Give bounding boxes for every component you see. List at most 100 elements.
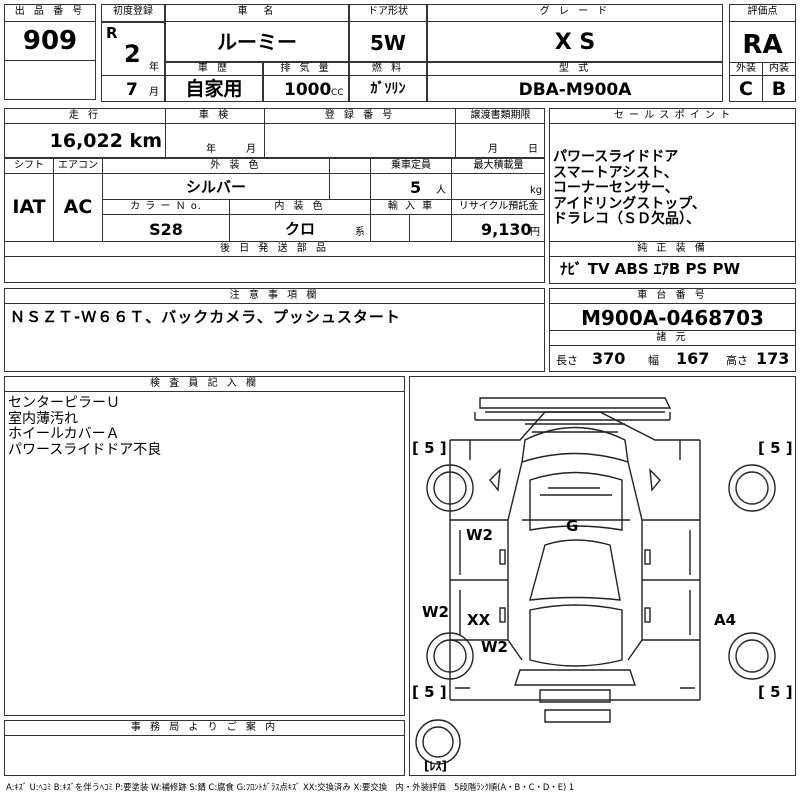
damage-mark: W2 xyxy=(481,638,508,656)
grade-label: グ レ ー ド xyxy=(539,6,611,17)
history-header xyxy=(165,62,263,76)
inspector-header xyxy=(4,376,405,392)
reg-no-label: 登 録 番 号 xyxy=(324,110,396,121)
car-name: ルーミー xyxy=(217,30,297,54)
lot-number-label: 出 品 番 号 xyxy=(14,6,86,17)
import-sub xyxy=(370,214,410,242)
recycle-unit: 円 xyxy=(530,227,540,238)
length: 370 xyxy=(592,349,626,368)
length-label: 長さ xyxy=(556,354,578,367)
capacity-unit: 人 xyxy=(436,185,446,196)
transfer-day-unit: 日 xyxy=(528,144,538,155)
recycle-label: リサイクル預託金 xyxy=(458,201,539,212)
damage-mark: W2 xyxy=(466,526,493,544)
fuel-header xyxy=(349,62,427,76)
color-no-label: カ ラ ー Ｎ o. xyxy=(130,201,202,212)
tire-rr-value: [ 5 ] xyxy=(758,683,793,701)
inspector-line: ホイールカバーＡ xyxy=(8,426,120,442)
capacity: 5 xyxy=(410,178,422,197)
transfer-month-unit: 月 xyxy=(488,144,498,155)
ext-int-split xyxy=(762,62,796,102)
sales-line: パワースライドドア xyxy=(553,149,679,165)
reg-year: 2 xyxy=(124,40,141,68)
int-color-suffix: 系 xyxy=(355,227,365,238)
notes-header xyxy=(4,288,545,304)
office-label: 事 務 局 よ り ご 案 内 xyxy=(130,722,279,733)
first-reg-mid xyxy=(101,22,165,76)
tire-fr-value: [ 5 ] xyxy=(758,439,793,457)
recycle: 9,130 xyxy=(481,220,532,239)
interior-grade: B xyxy=(771,78,787,100)
height-label: 高さ xyxy=(726,354,748,367)
tire-rl-value: [ 5 ] xyxy=(412,683,447,701)
sales-points: パワースライドドア スマートアシスト、 コーナーセンサー、 アイドリングストップ… xyxy=(553,149,706,228)
lot-number: 909 xyxy=(22,26,78,56)
exterior-label: 外装 xyxy=(736,63,756,74)
specs-header xyxy=(549,330,796,346)
mileage-label: 走 行 xyxy=(68,110,102,121)
displacement-unit: CC xyxy=(331,88,344,98)
door-type: 5W xyxy=(370,31,406,55)
sales-line: アイドリングストップ、 xyxy=(553,195,706,212)
first-reg-label: 初度登録 xyxy=(113,6,153,17)
genuine-header xyxy=(549,241,796,257)
specs-label: 諸 元 xyxy=(656,332,689,343)
exterior-color: シルバー xyxy=(185,178,246,196)
year-unit: 年 xyxy=(149,62,159,73)
tire-fl-value: [ 5 ] xyxy=(412,439,447,457)
damage-mark: W2 xyxy=(422,603,449,621)
chassis-number: M900A-0468703 xyxy=(581,306,764,330)
width: 167 xyxy=(676,349,710,368)
displacement-label: 排 気 量 xyxy=(280,63,332,74)
history: 自家用 xyxy=(185,78,243,100)
exterior-grade: C xyxy=(739,78,753,100)
reg-no-cell xyxy=(264,108,456,158)
inspector-notes: センターピラーＵ 室内薄汚れ ホイールカバーＡ パワースライドドア不良 xyxy=(8,395,162,458)
lot-number-divider xyxy=(4,4,96,22)
lot-number-lower-divider xyxy=(4,60,96,100)
sales-label: セ ー ル ス ポ イ ン ト xyxy=(613,110,732,121)
grade: X S xyxy=(554,30,596,55)
inspector-line: センターピラーＵ xyxy=(8,395,120,411)
genuine-label: 純 正 装 備 xyxy=(637,243,708,254)
chassis-header xyxy=(549,288,796,304)
later-parts-header xyxy=(4,241,545,257)
interior-color: クロ xyxy=(284,220,315,238)
first-reg-header xyxy=(101,4,165,22)
legend: A:ｷｽﾞ U:ﾍｺﾐ B:ｷｽﾞを伴うﾍｺﾐ P:要塗装 W:補修跡 S:錆 … xyxy=(6,782,575,792)
displacement-header xyxy=(263,62,349,76)
month-unit: 月 xyxy=(149,87,159,98)
damage-diagram-box xyxy=(409,376,796,776)
score-header xyxy=(729,4,796,22)
sales-line: コーナーセンサー、 xyxy=(553,180,679,196)
model: DBA-M900A xyxy=(518,80,632,100)
score: RA xyxy=(742,30,783,60)
sales-line: スマートアシスト、 xyxy=(553,164,678,181)
inspector-line: パワースライドドア不良 xyxy=(8,441,162,458)
transfer-label: 譲渡書類期限 xyxy=(470,110,531,121)
damage-mark: G xyxy=(566,517,579,535)
damage-mark: XX xyxy=(467,611,491,629)
inspection-month-unit: 月 xyxy=(246,144,256,155)
ac-label: エアコン xyxy=(58,160,98,171)
int-color-label: 内 装 色 xyxy=(274,201,326,212)
sales-line: ドラレコ（ＳＤ欠品）、 xyxy=(553,211,700,227)
color-no: S28 xyxy=(149,220,183,239)
fuel: ｶﾞｿﾘﾝ xyxy=(370,81,406,97)
spare-tire-value: [ﾚｽ] xyxy=(424,759,447,773)
model-label: 型 式 xyxy=(558,63,592,74)
shift: IAT xyxy=(12,196,46,218)
shift-label: シフト xyxy=(14,160,44,171)
later-parts-label: 後 日 発 送 部 品 xyxy=(220,243,329,254)
import-label: 輸 入 車 xyxy=(387,201,435,212)
era: R xyxy=(106,24,118,42)
office-header xyxy=(4,720,405,736)
reg-month: 7 xyxy=(126,80,138,100)
max-load-label: 最大積載量 xyxy=(473,160,524,171)
sales-header xyxy=(549,108,796,124)
damage-mark: A4 xyxy=(714,611,737,629)
ext-color-label: 外 装 色 xyxy=(210,160,262,171)
score-label: 評価点 xyxy=(747,6,778,17)
door-label: ドア形状 xyxy=(368,6,408,17)
grade-header xyxy=(427,4,723,22)
